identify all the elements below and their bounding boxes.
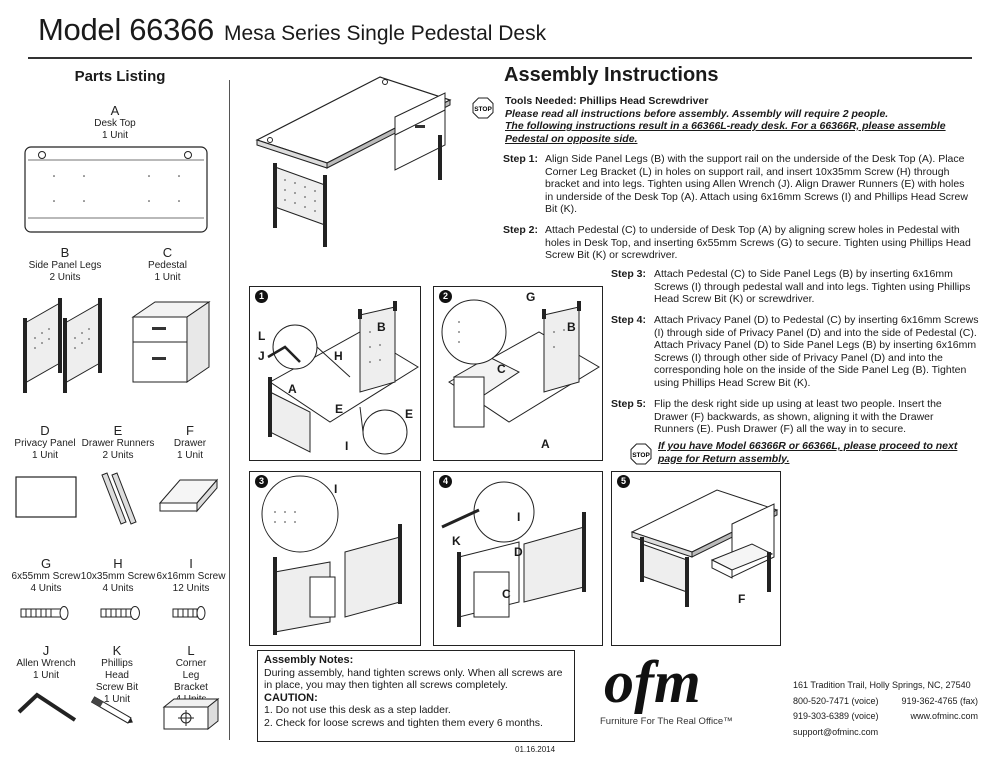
step-1-illustration: 1 B L J H A E E I <box>249 286 421 461</box>
allen-wrench-drawing <box>17 692 77 722</box>
phone-voice: 800-520-7471 (voice) <box>793 695 879 706</box>
stop-sign-icon: STOP <box>630 443 652 465</box>
pedestal-drawing <box>131 301 211 383</box>
step-5: Step 5:Flip the desk right side up using… <box>611 398 942 436</box>
part-name: Desk Top <box>94 118 136 129</box>
caution-item: 1. Do not use this desk as a step ladder… <box>264 704 451 716</box>
address: 161 Tradition Trail, Holly Springs, NC, … <box>793 680 971 690</box>
svg-text:STOP: STOP <box>632 452 650 459</box>
assembly-notes-title: Assembly Notes: <box>264 654 354 666</box>
contact-info: 161 Tradition Trail, Holly Springs, NC, … <box>793 678 978 740</box>
ofm-logo: ofm <box>604 652 701 714</box>
ready-desk-note: The following instructions result in a 6… <box>505 120 946 145</box>
part-letter: A <box>110 103 120 118</box>
stop-sign-icon: STOP <box>472 97 494 119</box>
product-title: Mesa Series Single Pedestal Desk <box>223 22 547 45</box>
caution-item: 2. Check for loose screws and tighten th… <box>264 716 543 729</box>
phone-voice: 919-303-6389 (voice) <box>793 711 879 721</box>
step-2-illustration: 2 G B C A <box>433 286 603 461</box>
screw-h-drawing <box>100 606 140 620</box>
parts-listing-title: Parts Listing <box>74 68 166 85</box>
column-divider <box>229 80 230 740</box>
step-3: Step 3:Attach Pedestal (C) to Side Panel… <box>611 268 971 306</box>
screw-i-drawing <box>172 606 206 620</box>
screw-bit-drawing <box>90 696 133 724</box>
step-4: Step 4:Attach Privacy Panel (D) to Pedes… <box>611 314 979 389</box>
brand-tagline: Furniture For The Real Office™ <box>600 716 733 727</box>
assembly-notes: Assembly Notes: During assembly, hand ti… <box>257 650 575 742</box>
privacy-panel-drawing <box>15 476 77 518</box>
drawer-runners-drawing <box>101 472 137 525</box>
caution-title: CAUTION: <box>264 691 318 704</box>
document-date: 01.16.2014 <box>515 745 556 754</box>
step-4-illustration: 4 I K D C <box>433 471 603 646</box>
read-instructions-note: Please read all instructions before asse… <box>505 107 889 120</box>
screw-g-drawing <box>20 606 69 620</box>
svg-text:STOP: STOP <box>474 106 492 113</box>
website-link[interactable]: www.ofminc.com <box>910 711 978 721</box>
step-3-illustration: 3 I <box>249 471 421 646</box>
side-panel-legs-drawing <box>23 298 102 393</box>
corner-leg-bracket-drawing <box>162 697 220 731</box>
svg-text:ofm: ofm <box>604 652 701 714</box>
drawer-drawing <box>158 478 219 513</box>
assembly-notes-text: During assembly, hand tighten screws onl… <box>264 666 563 692</box>
step-5-illustration: 5 F <box>611 471 781 646</box>
step-1: Step 1:Align Side Panel Legs (B) with th… <box>503 153 968 216</box>
page-header: Model 66366 Mesa Series Single Pedestal D… <box>38 12 546 48</box>
assembled-desk-drawing <box>255 76 452 247</box>
return-assembly-note: If you have Model 66366R or 66366L, plea… <box>658 440 958 465</box>
assembly-intro: Tools Needed: Phillips Head Screwdriver … <box>505 95 975 145</box>
phone-fax: 919-362-4765 (fax) <box>901 695 978 706</box>
model-number: Model 66366 <box>38 12 214 47</box>
header-divider <box>28 57 972 59</box>
step-2: Step 2:Attach Pedestal (C) to underside … <box>503 224 971 262</box>
assembly-title: Assembly Instructions <box>504 64 719 86</box>
tools-needed: Tools Needed: Phillips Head Screwdriver <box>505 95 709 107</box>
part-units: 1 Unit <box>101 130 129 141</box>
desk-top-drawing <box>24 146 208 233</box>
email-link[interactable]: support@ofminc.com <box>793 726 879 737</box>
